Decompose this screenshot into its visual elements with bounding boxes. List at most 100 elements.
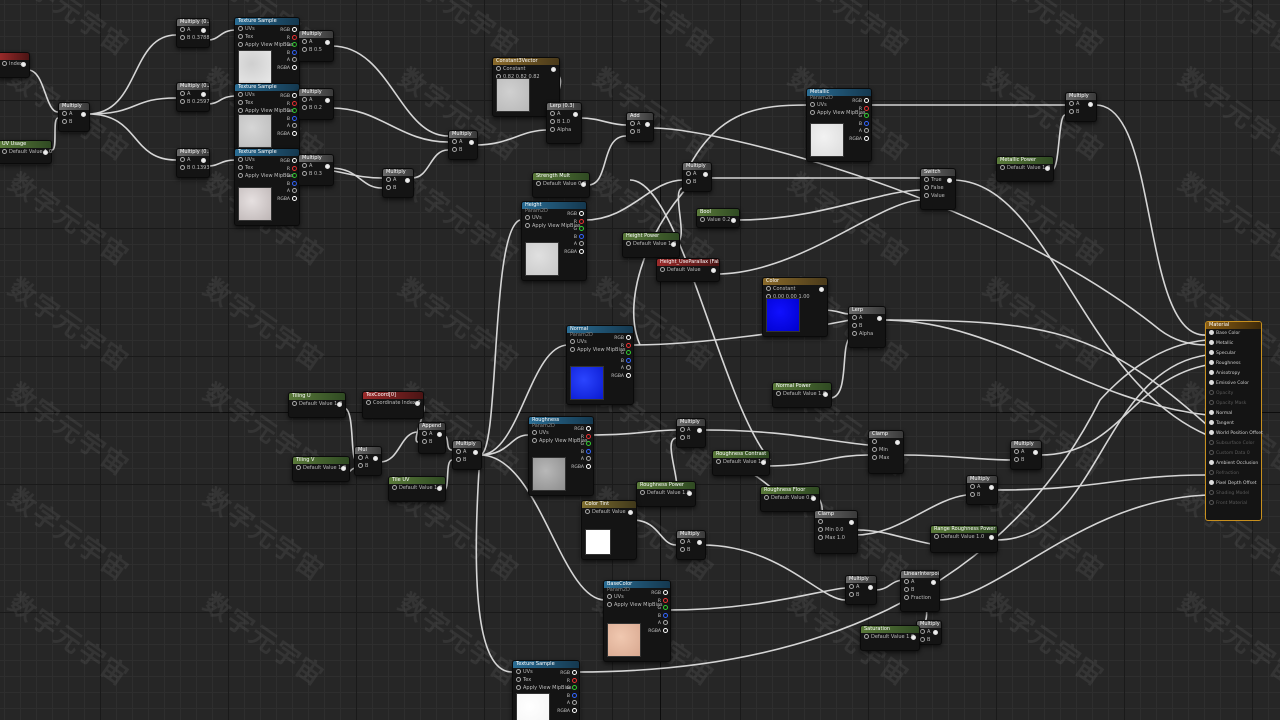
node-input-pin[interactable]: A: [849, 314, 885, 322]
node-input-pin[interactable]: Index: [0, 60, 29, 68]
pin-icon[interactable]: [238, 165, 243, 170]
node-input-pin[interactable]: B: [355, 462, 381, 470]
output-pin-icon[interactable]: [201, 92, 206, 97]
pin-icon[interactable]: [386, 185, 391, 190]
output-pin-icon[interactable]: [586, 426, 591, 431]
pin-icon[interactable]: [296, 465, 301, 470]
pin-icon[interactable]: [238, 42, 243, 47]
pin-icon[interactable]: [516, 685, 521, 690]
pin-icon[interactable]: [585, 509, 590, 514]
pin-icon[interactable]: [872, 455, 877, 460]
node-input-pin[interactable]: Apply View MipBias: [529, 437, 593, 445]
pin-icon[interactable]: [680, 427, 685, 432]
pin-icon[interactable]: [422, 431, 427, 436]
wire[interactable]: [881, 319, 1208, 426]
wire[interactable]: [631, 319, 851, 346]
output-pin-icon[interactable]: [573, 112, 578, 117]
node-input-pin[interactable]: B 0.3788: [177, 34, 210, 42]
output-pin-icon[interactable]: [325, 164, 330, 169]
node-input-pin[interactable]: A: [177, 90, 209, 98]
wire[interactable]: [331, 45, 449, 137]
pin-icon[interactable]: [1209, 330, 1214, 335]
output-pin-icon[interactable]: [663, 590, 668, 595]
pin-icon[interactable]: [872, 447, 877, 452]
node-output-pin[interactable]: R: [648, 597, 668, 606]
pin-icon[interactable]: [660, 267, 665, 272]
pin-icon[interactable]: [970, 492, 975, 497]
node-input-pin[interactable]: [869, 438, 903, 446]
material-input-pin[interactable]: Normal: [1206, 409, 1261, 419]
pin-icon[interactable]: [1209, 500, 1214, 505]
wire[interactable]: [701, 544, 846, 601]
node-input-pin[interactable]: Fraction: [901, 594, 939, 602]
node-input-pin[interactable]: B 1.0: [547, 118, 581, 126]
pin-icon[interactable]: [525, 223, 530, 228]
node-input-pin[interactable]: Apply View MipBias: [807, 109, 871, 117]
node-output-pin[interactable]: B: [849, 120, 869, 129]
node-input-pin[interactable]: Default Value: [582, 508, 636, 516]
node-output-pin[interactable]: RGBA: [564, 248, 584, 257]
wire[interactable]: [329, 167, 383, 189]
node-output-pin[interactable]: RGB: [557, 670, 577, 678]
wire[interactable]: [1095, 104, 1208, 336]
output-pin-icon[interactable]: [572, 700, 577, 705]
output-pin-icon[interactable]: [292, 100, 297, 106]
pin-icon[interactable]: [924, 185, 929, 190]
pin-icon[interactable]: [818, 519, 823, 524]
output-pin-icon[interactable]: [292, 195, 297, 201]
output-pin-icon[interactable]: [819, 287, 824, 292]
wire[interactable]: [951, 179, 1208, 436]
material-input-pin[interactable]: Ambient Occlusion: [1206, 459, 1261, 469]
graph-node-lerp-bottom[interactable]: LinearInterpolateABFraction: [900, 570, 940, 612]
pin-icon[interactable]: [532, 430, 537, 435]
pin-icon[interactable]: [456, 449, 461, 454]
wire[interactable]: [704, 429, 869, 446]
pin-icon[interactable]: [456, 457, 461, 462]
pin-icon[interactable]: [570, 347, 575, 352]
wire[interactable]: [689, 104, 809, 166]
node-input-pin[interactable]: B: [453, 456, 481, 464]
wire[interactable]: [899, 454, 1011, 461]
node-output-pin[interactable]: A: [277, 123, 297, 131]
pin-icon[interactable]: [238, 26, 243, 31]
node-input-pin[interactable]: Apply View MipBias: [235, 41, 299, 49]
output-pin-icon[interactable]: [586, 448, 591, 454]
output-pin-icon[interactable]: [579, 241, 584, 246]
node-input-pin[interactable]: Apply View MipBias: [567, 346, 633, 354]
pin-icon[interactable]: [607, 594, 612, 599]
node-input-pin[interactable]: Apply View MipBias: [235, 172, 299, 180]
pin-icon[interactable]: [180, 165, 185, 170]
pin-icon[interactable]: [776, 391, 781, 396]
node-input-pin[interactable]: B: [849, 322, 885, 330]
node-output-pin[interactable]: A: [849, 128, 869, 136]
node-input-pin[interactable]: [815, 518, 857, 526]
pin-icon[interactable]: [550, 127, 555, 132]
node-input-pin[interactable]: B: [627, 128, 653, 136]
node-output-pin[interactable]: RGB: [849, 98, 869, 106]
output-pin-icon[interactable]: [572, 685, 577, 690]
output-pin-icon[interactable]: [292, 27, 297, 32]
material-input-pin[interactable]: Opacity: [1206, 389, 1261, 399]
node-output-pin[interactable]: A: [611, 365, 631, 373]
wire[interactable]: [651, 127, 1208, 346]
graph-node-height-switch[interactable]: Height_UseParallax (False)Default Value: [656, 258, 720, 282]
wire[interactable]: [587, 429, 677, 436]
node-output-pin[interactable]: R: [611, 342, 631, 351]
node-output-pin[interactable]: B: [648, 612, 668, 621]
node-input-pin[interactable]: Min 0.0: [815, 526, 857, 534]
output-pin-icon[interactable]: [292, 115, 297, 121]
graph-node-mul-ctrl3[interactable]: Multiply (0.1393)AB 0.1393: [176, 148, 210, 178]
node-output-pin[interactable]: G: [849, 113, 869, 121]
output-pin-icon[interactable]: [1088, 102, 1093, 107]
